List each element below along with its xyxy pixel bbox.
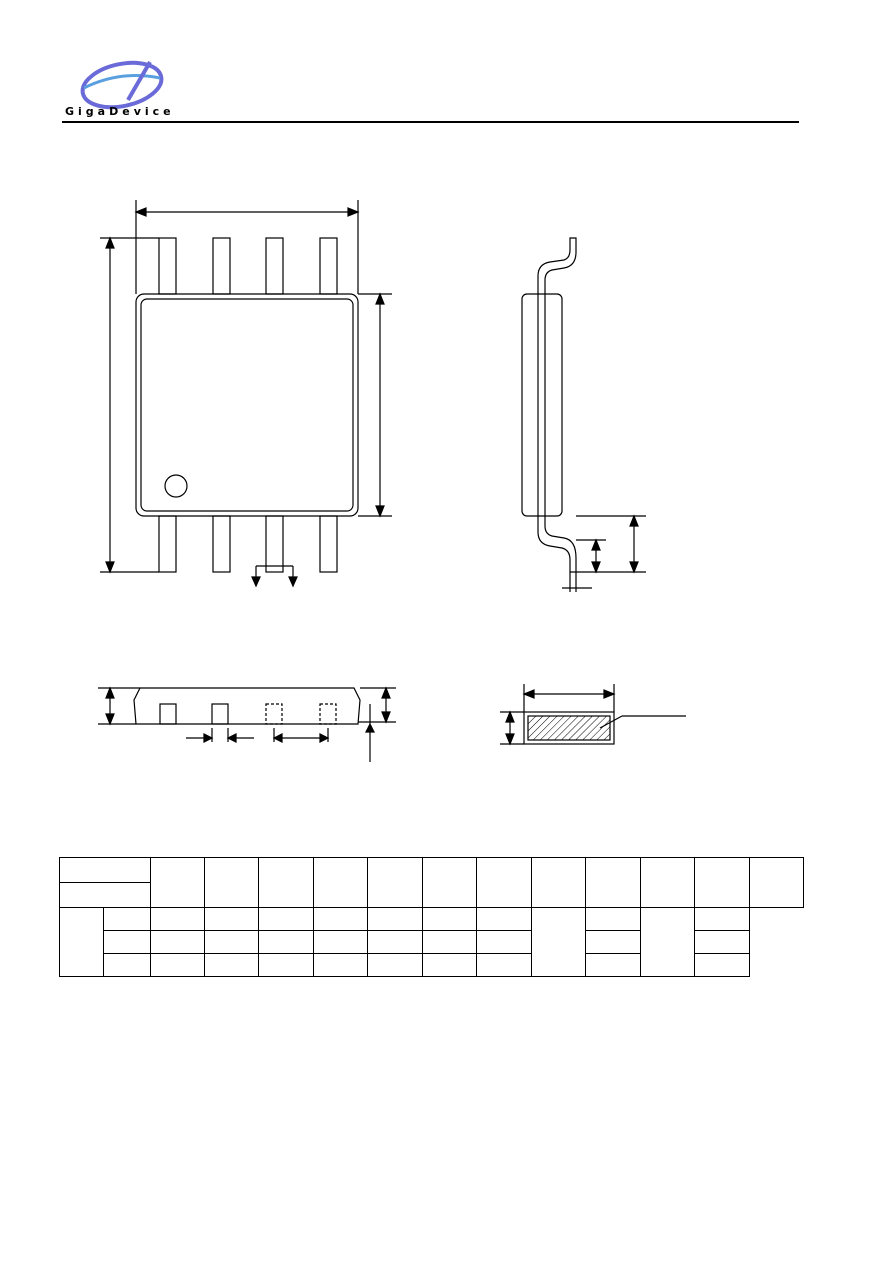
table-cell <box>476 953 532 977</box>
table-cell <box>694 930 750 954</box>
table-header-cell <box>313 857 368 908</box>
table-cell <box>150 930 205 954</box>
table-cell <box>422 953 477 977</box>
lead-section-view <box>500 684 686 746</box>
table-cell <box>258 953 314 977</box>
table-cell <box>367 907 423 931</box>
table-header-cell <box>367 857 423 908</box>
package-side-view <box>521 237 646 592</box>
table-cell <box>59 907 104 977</box>
table-cell <box>422 930 477 954</box>
package-front-view <box>98 686 396 762</box>
header-divider <box>62 121 799 123</box>
table-cell <box>694 907 750 931</box>
table-cell <box>585 953 641 977</box>
table-cell <box>476 930 532 954</box>
brand-name: GigaDevice <box>65 105 175 118</box>
table-cell <box>313 930 368 954</box>
table-header-cell <box>749 857 804 908</box>
table-header-cell <box>531 857 586 908</box>
table-cell <box>585 907 641 931</box>
table-header-cell <box>59 857 151 883</box>
table-cell <box>585 930 641 954</box>
table-row <box>60 953 804 977</box>
table-cell <box>204 907 259 931</box>
table-header-cell <box>640 857 695 908</box>
table-header-cell <box>59 882 151 908</box>
package-outline-drawing <box>98 200 686 762</box>
table-cell <box>422 907 477 931</box>
table-header-cell <box>422 857 477 908</box>
table-cell <box>103 953 151 977</box>
table-cell <box>531 907 586 977</box>
table-cell <box>150 907 205 931</box>
table-header-cell <box>694 857 750 908</box>
table-cell <box>367 953 423 977</box>
table-cell <box>476 907 532 931</box>
gigadevice-logo-icon <box>80 60 164 110</box>
page-header: GigaDevice <box>0 0 892 130</box>
table-header-cell <box>150 857 205 908</box>
table-header-cell <box>585 857 641 908</box>
table-cell <box>204 953 259 977</box>
dimension-table <box>59 857 804 977</box>
table-header-cell <box>204 857 259 908</box>
table-cell <box>313 953 368 977</box>
table-header-cell <box>258 857 314 908</box>
table-cell <box>204 930 259 954</box>
table-cell <box>103 930 151 954</box>
table-row <box>59 907 804 977</box>
table-cell <box>103 907 151 931</box>
table-cell <box>258 930 314 954</box>
table-cell <box>640 907 695 977</box>
table-cell <box>367 930 423 954</box>
table-cell <box>150 953 205 977</box>
table-cell <box>694 953 750 977</box>
table-cell <box>258 907 314 931</box>
table-row <box>60 930 804 954</box>
package-top-view <box>100 200 392 588</box>
table-header-cell <box>476 857 532 908</box>
table-cell <box>313 907 368 931</box>
